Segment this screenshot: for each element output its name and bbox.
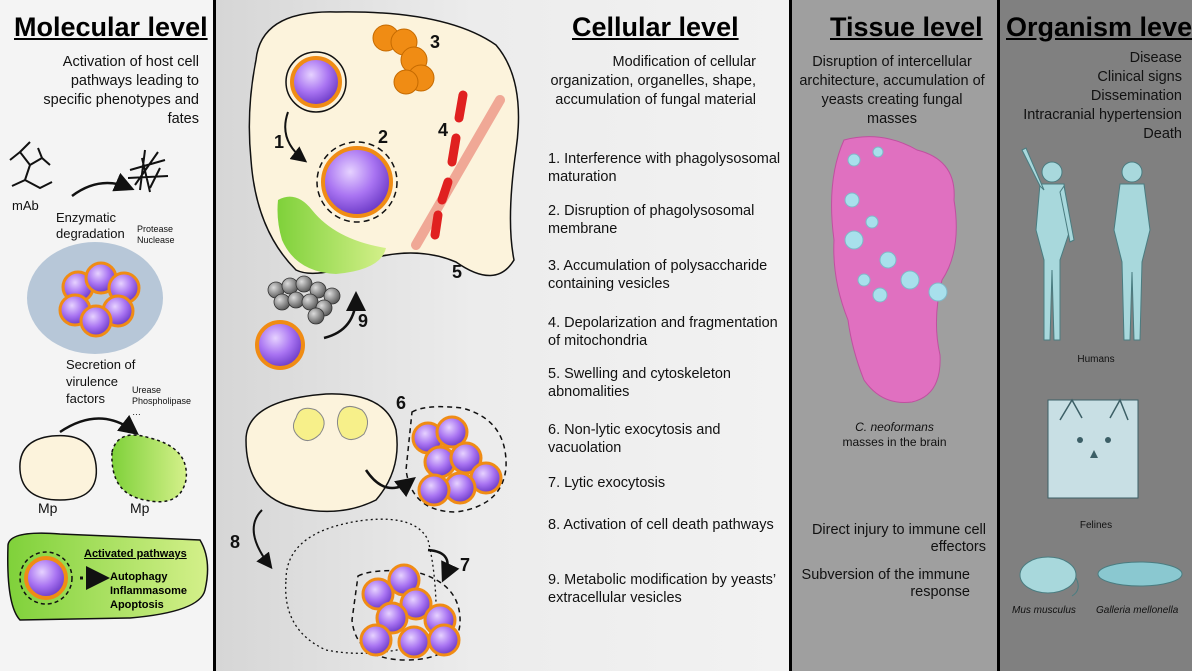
pathways-title: Activated pathways (84, 548, 187, 560)
organism-panel: Organism level Disease Clinical signs Di… (1000, 0, 1192, 671)
label-6: 6 (396, 393, 407, 413)
tissue-title: Tissue level (830, 12, 983, 42)
cellular-title: Cellular level (572, 12, 739, 42)
secretion-label: Secretion of virulence factors (66, 357, 136, 406)
mp-right-label: Mp (130, 500, 150, 516)
tissue-panel: Tissue level Disruption of intercellular… (792, 0, 997, 671)
activation-arrow (59, 414, 139, 436)
label-9: 9 (358, 311, 369, 331)
yeast-disrupted-phagosome (321, 146, 393, 218)
extracellular-yeast (255, 320, 305, 370)
brain-caption-text: masses in the brain (842, 435, 947, 449)
cellular-item-5: 5. Swelling and cytoskeleton abnomalitie… (548, 366, 731, 400)
brain-section-image (831, 136, 957, 404)
human-female-icon (1113, 161, 1151, 341)
secreted-factor-cloud (27, 242, 163, 354)
humans-label: Humans (1077, 354, 1115, 365)
extracellular-vesicles (267, 275, 341, 325)
phagosome-membrane (285, 51, 347, 113)
label-1: 1 (274, 132, 285, 152)
cellular-item-4: 4. Depolarization and fragmentation of m… (548, 315, 778, 349)
molecular-illustrations (7, 141, 209, 621)
cat-image (1047, 399, 1139, 499)
green-region (277, 196, 386, 274)
macrophage-normal (19, 434, 98, 501)
mp-left-label: Mp (38, 500, 58, 516)
degradation-arrow (71, 172, 135, 198)
label-4: 4 (438, 120, 449, 140)
cellular-description: Modification of cellular organization, o… (550, 54, 756, 108)
organism-illustrations (1019, 147, 1183, 597)
outcome-clinical-signs: Clinical signs (1097, 69, 1182, 85)
cellular-item-7: 7. Lytic exocytosis (548, 475, 666, 491)
molecular-description: Activation of host cell pathways leading… (43, 54, 199, 127)
molecular-panel: Molecular level Activation of host cell … (0, 0, 213, 671)
macrophage-exocytosis (245, 393, 398, 513)
cytoskeleton (411, 95, 505, 250)
label-5: 5 (452, 262, 463, 282)
felines-label: Felines (1079, 520, 1113, 531)
cellular-item-9: 9. Metabolic modification by yeasts’ ext… (548, 572, 776, 606)
pathway-inflammasome: Inflammasome (110, 585, 188, 597)
cellular-item-3: 3. Accumulation of polysaccharide contai… (548, 258, 768, 292)
label-7: 7 (460, 555, 471, 575)
organism-outcomes: Disease Clinical signs Dissemination Int… (1023, 49, 1182, 144)
outcome-intracranial-hypertension: Intracranial hypertension (1023, 107, 1182, 123)
pathway-apoptosis: Apoptosis (110, 599, 164, 611)
label-8: 8 (230, 532, 241, 552)
released-yeasts (359, 563, 461, 659)
brain-caption-species: C. neoformans (855, 420, 934, 434)
phagocytosed-yeast (290, 56, 342, 108)
mouse-label: Mus musculus (1012, 605, 1076, 616)
polysaccharide-vesicles (372, 24, 435, 95)
pathway-autophagy: Autophagy (110, 571, 168, 583)
mouse-icon (1019, 556, 1077, 594)
cellular-panel: 3 1 2 4 5 9 6 8 7 Cellular level Modific… (216, 0, 789, 671)
tissue-effect-2: Subversion of the immune response (801, 567, 970, 600)
macrophage-activated (111, 434, 188, 503)
cellular-item-6: 6. Non-lytic exocytosis and vacuolation (548, 422, 721, 456)
label-2: 2 (378, 127, 389, 147)
tissue-description: Disruption of intercellular architecture… (799, 54, 985, 127)
brain-caption: C. neoformans masses in the brain (792, 420, 997, 450)
human-male-icon (1021, 147, 1075, 341)
cellular-illustrations (245, 11, 520, 661)
mab-label: mAb (12, 198, 39, 213)
moth-label: Galleria mellonella (1096, 605, 1179, 616)
tissue-effect-1: Direct injury to immune cell effectors (811, 522, 986, 555)
antibody-icon (9, 141, 53, 190)
molecular-title: Molecular level (14, 12, 208, 42)
exocytosed-yeasts (411, 415, 503, 507)
degraded-antibody-icon (127, 149, 169, 193)
cellular-item-8: 8. Activation of cell death pathways (548, 517, 774, 533)
outcome-death: Death (1143, 126, 1182, 142)
vacuole-1 (292, 407, 325, 441)
larva-icon (1097, 561, 1183, 587)
enzymatic-label: Enzymatic degradation (56, 210, 125, 241)
pathway-list: Autophagy Inflammasome Apoptosis (110, 570, 187, 612)
organism-title: Organism level (1006, 12, 1192, 42)
label-3: 3 (430, 32, 441, 52)
factors-label: Urease Phospholipase … (132, 385, 192, 417)
outcome-dissemination: Dissemination (1090, 88, 1182, 104)
cellular-item-2: 2. Disruption of phagolysosomal membrane (548, 203, 755, 237)
enzymes-label: Protease Nuclease (137, 224, 175, 245)
vacuole-2 (336, 406, 368, 440)
yeast-cluster-icon (58, 261, 141, 338)
fragmented-mitochondria (430, 90, 468, 240)
outcome-disease: Disease (1129, 50, 1182, 66)
yeast-cell-icon (24, 556, 68, 600)
cellular-item-1: 1. Interference with phagolysosomal matu… (548, 151, 781, 185)
